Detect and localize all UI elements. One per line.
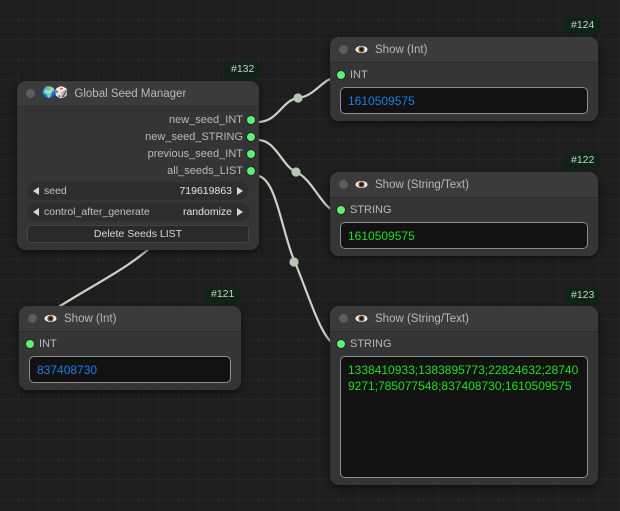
node-show-int-124[interactable]: Show (Int) INT 1610509575 (330, 37, 598, 121)
node-title-bar[interactable]: Show (Int) (19, 306, 241, 332)
input-slot-label: STRING (350, 337, 392, 350)
widget-control-after-generate[interactable]: control_after_generate randomize (27, 203, 249, 221)
node-id-badge-122: #122 (565, 153, 601, 169)
displayed-value: 1610509575 (348, 229, 415, 243)
output-slot-all-seeds-list[interactable]: all_seeds_LIST (17, 162, 259, 179)
eye-icon (44, 314, 57, 323)
delete-seeds-list-button[interactable]: Delete Seeds LIST (27, 225, 249, 243)
output-slot-label: new_seed_STRING (145, 130, 243, 143)
input-slot-dot-icon[interactable] (26, 339, 34, 348)
node-body: STRING 1338410933;1383895773;22824632;28… (330, 332, 598, 485)
node-title-label: Show (String/Text) (375, 178, 469, 191)
wire-newseedint-to-show124 (256, 75, 340, 124)
input-slot-dot-icon[interactable] (337, 205, 345, 214)
output-slot-new-seed-int[interactable]: new_seed_INT (17, 111, 259, 128)
node-title-label: Show (Int) (64, 312, 117, 325)
displayed-value: 837408730 (37, 363, 98, 377)
node-body: STRING 1610509575 (330, 198, 598, 256)
wire-midpoint-dot (289, 257, 299, 267)
output-slot-dot-icon[interactable] (247, 115, 255, 124)
eye-icon (355, 314, 368, 323)
eye-icon (355, 45, 368, 54)
input-slot-int[interactable]: INT (330, 66, 598, 83)
input-slot-string[interactable]: STRING (330, 201, 598, 218)
collapse-dot-icon[interactable] (26, 89, 35, 98)
node-body: new_seed_INT new_seed_STRING previous_se… (17, 107, 259, 250)
node-id-badge-132: #132 (225, 62, 261, 78)
node-title-label: Show (Int) (375, 43, 428, 56)
node-body: INT 1610509575 (330, 63, 598, 121)
input-slot-label: STRING (350, 203, 392, 216)
value-display-box[interactable]: 837408730 (29, 356, 231, 383)
node-global-seed-manager[interactable]: 🌍🎲 Global Seed Manager new_seed_INT new_… (17, 81, 259, 250)
output-slot-label: previous_seed_INT (147, 147, 243, 160)
globe-dice-icon: 🌍🎲 (42, 87, 68, 99)
collapse-dot-icon[interactable] (339, 314, 348, 323)
input-slot-dot-icon[interactable] (337, 339, 345, 348)
wire-midpoint-dot (291, 167, 301, 177)
input-slot-int[interactable]: INT (19, 335, 241, 352)
displayed-value: 1338410933;1383895773;22824632;287409271… (348, 363, 579, 393)
collapse-dot-icon[interactable] (28, 314, 37, 323)
widget-seed[interactable]: seed 719619863 (27, 182, 249, 200)
node-title-bar[interactable]: Show (String/Text) (330, 172, 598, 198)
node-id-badge-123: #123 (565, 288, 601, 304)
value-display-box[interactable]: 1610509575 (340, 87, 588, 114)
previous-option-arrow-icon[interactable] (33, 208, 39, 216)
widget-label: control_after_generate (44, 206, 150, 218)
input-slot-string[interactable]: STRING (330, 335, 598, 352)
output-slot-label: new_seed_INT (169, 113, 243, 126)
output-slot-label: all_seeds_LIST (167, 164, 243, 177)
collapse-dot-icon[interactable] (339, 180, 348, 189)
node-show-int-121[interactable]: Show (Int) INT 837408730 (19, 306, 241, 390)
output-slot-dot-icon[interactable] (247, 166, 255, 175)
widget-value[interactable]: 719619863 (179, 185, 232, 197)
node-title-bar[interactable]: Show (Int) (330, 37, 598, 63)
output-slot-dot-icon[interactable] (247, 132, 255, 141)
wire-allseedslist-to-show123 (256, 174, 340, 348)
displayed-value: 1610509575 (348, 94, 415, 108)
node-id-badge-121: #121 (205, 287, 241, 303)
collapse-dot-icon[interactable] (339, 45, 348, 54)
wire-midpoint-dot (293, 93, 303, 103)
decrement-arrow-icon[interactable] (33, 187, 39, 195)
node-title-bar[interactable]: 🌍🎲 Global Seed Manager (17, 81, 259, 107)
next-option-arrow-icon[interactable] (237, 208, 243, 216)
node-id-badge-124: #124 (565, 18, 601, 34)
increment-arrow-icon[interactable] (237, 187, 243, 195)
eye-icon (355, 180, 368, 189)
node-title-label: Global Seed Manager (74, 87, 187, 100)
output-slot-dot-icon[interactable] (247, 149, 255, 158)
widget-value[interactable]: randomize (182, 206, 232, 218)
node-title-label: Show (String/Text) (375, 312, 469, 325)
input-slot-label: INT (39, 337, 57, 350)
node-show-string-122[interactable]: Show (String/Text) STRING 1610509575 (330, 172, 598, 256)
output-slot-previous-seed-int[interactable]: previous_seed_INT (17, 145, 259, 162)
node-show-string-123[interactable]: Show (String/Text) STRING 1338410933;138… (330, 306, 598, 485)
node-title-bar[interactable]: Show (String/Text) (330, 306, 598, 332)
output-slot-new-seed-string[interactable]: new_seed_STRING (17, 128, 259, 145)
input-slot-label: INT (350, 68, 368, 81)
widget-label: seed (44, 185, 67, 197)
wire-newseedstring-to-show122 (256, 138, 340, 214)
input-slot-dot-icon[interactable] (337, 70, 345, 79)
value-display-box[interactable]: 1338410933;1383895773;22824632;287409271… (340, 356, 588, 478)
node-body: INT 837408730 (19, 332, 241, 390)
value-display-box[interactable]: 1610509575 (340, 222, 588, 249)
